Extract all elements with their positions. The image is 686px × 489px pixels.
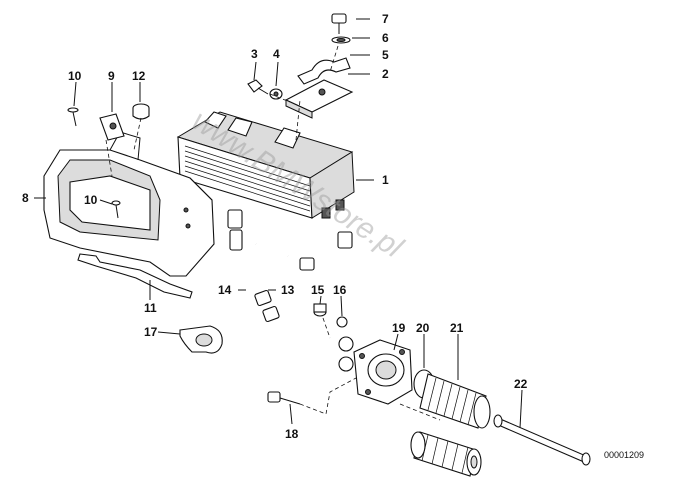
screw-10-mid [111, 200, 121, 219]
callout-12: 12 [132, 69, 146, 83]
callout-13: 13 [281, 283, 295, 297]
oil-lines [227, 209, 354, 372]
callout-8: 8 [22, 191, 29, 205]
callout-1: 1 [382, 173, 389, 187]
oil-filter [410, 373, 491, 477]
screw-3 [247, 79, 283, 100]
callout-16: 16 [333, 283, 347, 297]
washer-16 [336, 316, 348, 328]
leader-lines [34, 18, 523, 429]
bolt-15 [313, 303, 327, 317]
callouts: 1 2 3 4 5 6 7 8 9 10 10 11 12 13 14 15 1… [22, 12, 528, 441]
filter-cover [353, 339, 413, 405]
oil-cooler [176, 111, 355, 219]
bracket-9 [99, 113, 125, 141]
strap-11 [77, 253, 193, 299]
callout-19: 19 [392, 321, 406, 335]
callout-18: 18 [285, 427, 299, 441]
callout-20: 20 [416, 321, 430, 335]
pin-22 [493, 414, 591, 466]
callout-22: 22 [514, 377, 528, 391]
callout-6: 6 [382, 31, 389, 45]
callout-10-top: 10 [68, 69, 82, 83]
callout-10-mid: 10 [84, 193, 98, 207]
screw-10-top [67, 107, 79, 127]
callout-21: 21 [450, 321, 464, 335]
clip-17 [179, 325, 223, 354]
callout-5: 5 [382, 48, 389, 62]
callout-14: 14 [218, 283, 232, 297]
bolt-18 [267, 391, 301, 405]
callout-2: 2 [382, 67, 389, 81]
guide-lines [105, 45, 441, 421]
bracket [284, 57, 354, 119]
callout-17: 17 [144, 325, 158, 339]
callout-9: 9 [108, 69, 115, 83]
callout-7: 7 [382, 12, 389, 26]
callout-3: 3 [251, 47, 258, 61]
callout-11: 11 [144, 301, 157, 315]
callout-15: 15 [311, 283, 325, 297]
bolt-7 [331, 13, 351, 44]
callout-4: 4 [273, 47, 280, 61]
reference-code: 00001209 [604, 450, 644, 460]
grommet-12 [132, 103, 150, 120]
